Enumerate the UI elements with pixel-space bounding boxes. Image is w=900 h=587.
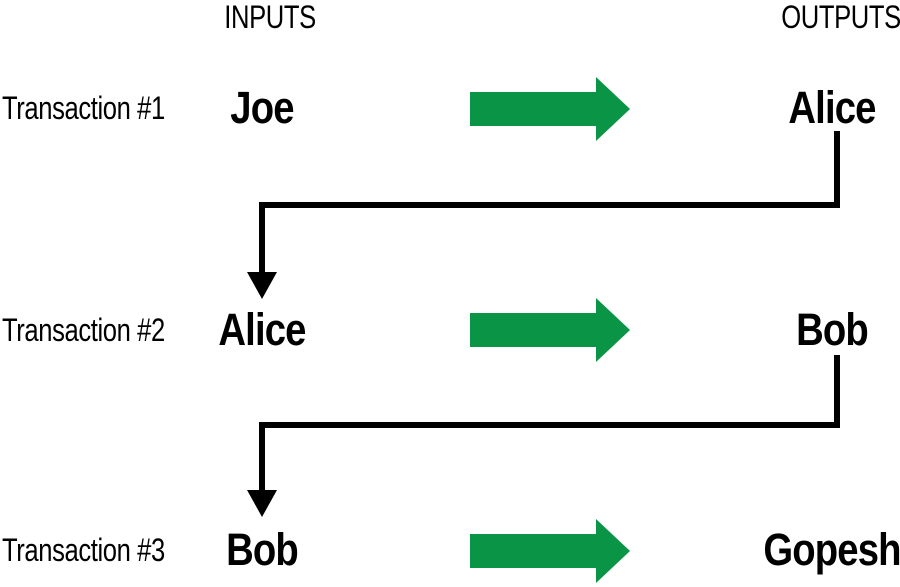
connector-tx2-to-tx3 [247,355,840,517]
transaction-1-label: Transaction #1 [2,90,165,126]
transaction-1-output-name: Alice [788,82,876,133]
outputs-column-header: OUTPUTS [781,0,900,35]
transfer-arrow-icon [470,298,630,362]
connector-tx1-to-tx2 [247,131,840,299]
inputs-column-header: INPUTS [224,0,316,35]
transfer-arrow-icon [470,519,630,583]
down-arrowhead-icon [247,272,277,299]
transaction-2-output-name: Bob [796,304,869,355]
transaction-3-label: Transaction #3 [2,532,165,568]
transfer-arrow-icon [470,77,630,141]
transaction-2-input-name: Alice [218,304,306,355]
transaction-1-input-name: Joe [230,82,294,133]
transaction-3-output-name: Gopesh [763,524,900,575]
transaction-3-input-name: Bob [226,524,299,575]
down-arrowhead-icon [247,490,277,517]
transaction-2-label: Transaction #2 [2,312,165,348]
